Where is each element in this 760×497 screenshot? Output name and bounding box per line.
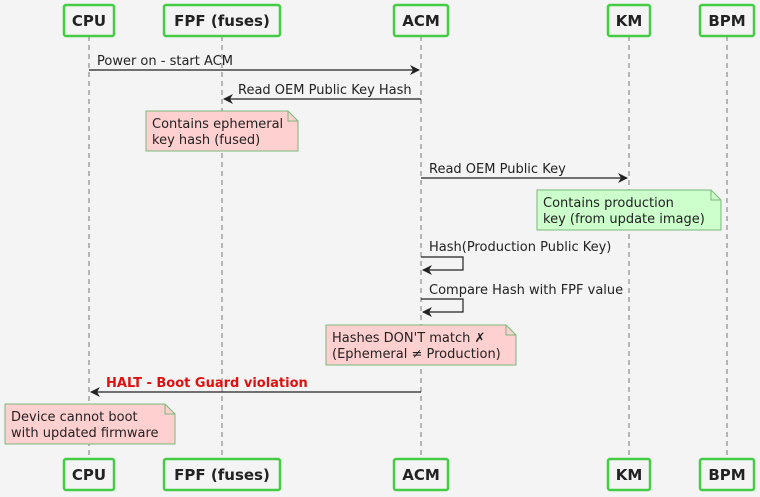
note-line: Device cannot boot [11, 410, 138, 425]
note-line: with updated firmware [11, 426, 159, 441]
participant-label: ACM [402, 12, 440, 30]
participant-acm-bottom: ACM [392, 457, 450, 492]
participant-label: FPF (fuses) [174, 466, 270, 484]
note-cannot-boot: Device cannot boot with updated firmware [4, 403, 176, 445]
participant-label: CPU [72, 466, 106, 484]
note-production: Contains production key (from update ima… [536, 189, 722, 231]
note-line: key (from update image) [543, 212, 705, 227]
participant-acm-top: ACM [392, 3, 450, 38]
halt-label: HALT - Boot Guard violation [106, 376, 308, 391]
note-mismatch: Hashes DON'T match ✗ (Ephemeral ≠ Produc… [325, 324, 517, 366]
participant-label: KM [616, 12, 643, 30]
message-power-on: Power on - start ACM [89, 54, 420, 75]
participant-label: BPM [708, 12, 745, 30]
note-ephemeral: Contains ephemeral key hash (fused) [145, 110, 299, 152]
message-label: Read OEM Public Key [429, 162, 566, 177]
participant-cpu-bottom: CPU [62, 457, 116, 492]
participant-bpm-bottom: BPM [698, 457, 756, 492]
note-line: Hashes DON'T match ✗ [332, 331, 485, 346]
message-read-hash: Read OEM Public Key Hash [223, 83, 421, 104]
message-label: Compare Hash with FPF value [429, 283, 623, 298]
participant-bpm-top: BPM [698, 3, 756, 38]
participant-fpf-top: FPF (fuses) [162, 3, 282, 38]
message-hash-self: Hash(Production Public Key) [421, 240, 611, 275]
participant-label: CPU [72, 12, 106, 30]
message-read-key: Read OEM Public Key [421, 162, 628, 183]
participant-label: ACM [402, 466, 440, 484]
message-halt: HALT - Boot Guard violation [90, 376, 421, 397]
participant-km-bottom: KM [606, 457, 652, 492]
message-compare-self: Compare Hash with FPF value [421, 283, 623, 317]
note-line: (Ephemeral ≠ Production) [332, 347, 501, 362]
participant-cpu-top: CPU [62, 3, 116, 38]
message-label: Power on - start ACM [97, 54, 233, 69]
participant-km-top: KM [606, 3, 652, 38]
note-line: Contains ephemeral [152, 117, 283, 132]
participant-label: FPF (fuses) [174, 12, 270, 30]
participant-label: BPM [708, 466, 745, 484]
note-line: Contains production [543, 196, 674, 211]
message-label: Hash(Production Public Key) [429, 240, 611, 255]
participant-fpf-bottom: FPF (fuses) [162, 457, 282, 492]
note-line: key hash (fused) [152, 133, 260, 148]
message-label: Read OEM Public Key Hash [238, 83, 412, 98]
participant-label: KM [616, 466, 643, 484]
